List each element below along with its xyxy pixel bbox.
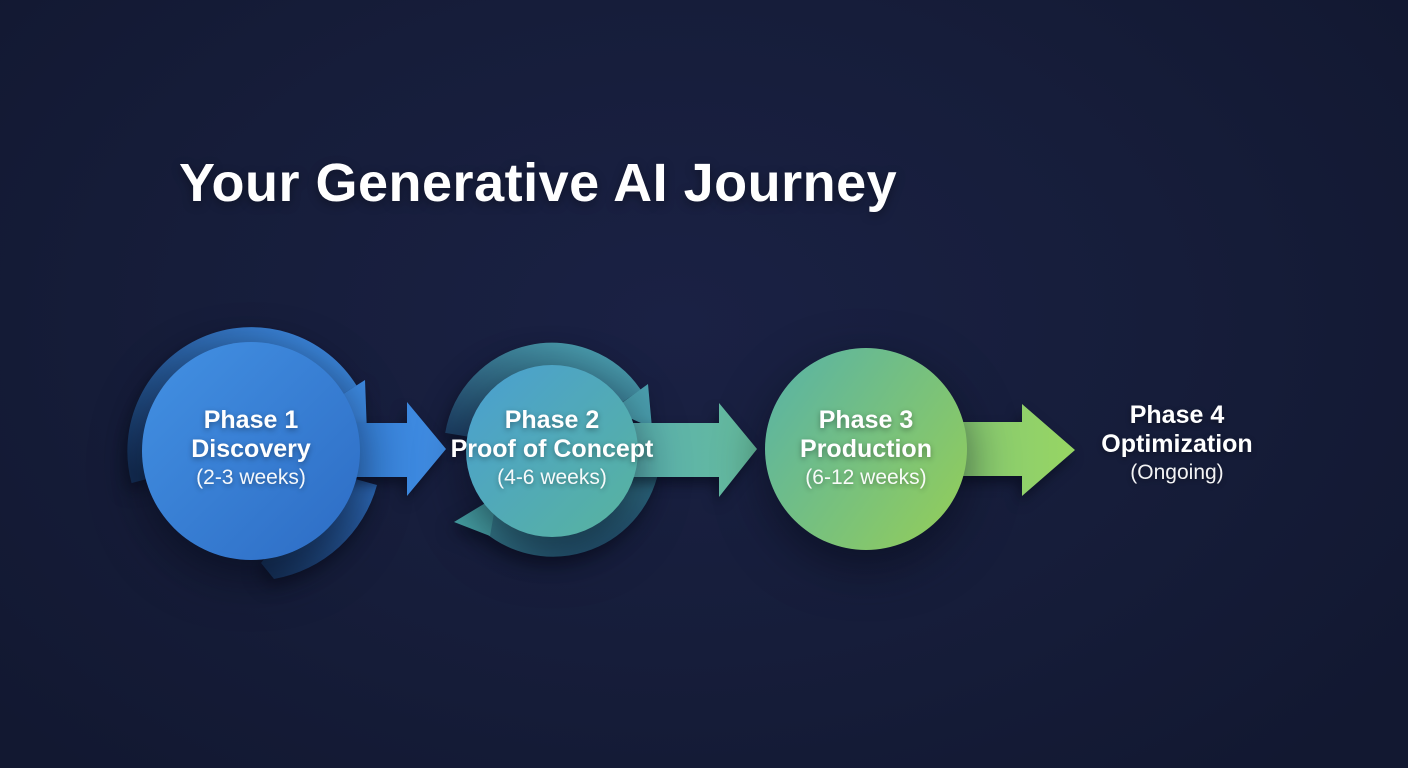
phase2-name: Proof of Concept bbox=[450, 435, 654, 463]
arrow-phase2-to-phase3 bbox=[600, 403, 757, 497]
phase3-circle bbox=[765, 348, 967, 550]
phase4-label: Phase 4 bbox=[1129, 401, 1225, 429]
phase3-name: Production bbox=[800, 435, 932, 463]
phase3-label: Phase 3 bbox=[818, 406, 914, 434]
phase2-cycle-bottom-arc bbox=[477, 464, 659, 557]
phase1-text-block: Phase 1 Discovery (2-3 weeks) bbox=[111, 406, 391, 492]
page-title: Your Generative AI Journey bbox=[179, 153, 898, 214]
phase2-label: Phase 2 bbox=[504, 406, 600, 434]
phase4-text-block: Phase 4 Optimization (Ongoing) bbox=[1037, 401, 1317, 487]
phase4-name: Optimization bbox=[1101, 430, 1253, 458]
phase1-label: Phase 1 bbox=[203, 406, 299, 434]
phase2-duration: (4-6 weeks) bbox=[497, 466, 607, 489]
phase3-text-block: Phase 3 Production (6-12 weeks) bbox=[726, 406, 1006, 492]
phase2-cycle-top-arc bbox=[445, 342, 641, 438]
phase4-duration: (Ongoing) bbox=[1130, 461, 1224, 484]
phase2-circle bbox=[466, 365, 638, 537]
phase2-cycle-arrow bbox=[445, 342, 659, 557]
phase1-circle bbox=[142, 342, 360, 560]
phase2-cycle-top-arrowhead-icon bbox=[612, 384, 652, 428]
phase2-text-block: Phase 2 Proof of Concept (4-6 weeks) bbox=[412, 406, 692, 492]
phase3-duration: (6-12 weeks) bbox=[805, 466, 927, 489]
phase1-duration: (2-3 weeks) bbox=[196, 466, 306, 489]
phase1-name: Discovery bbox=[191, 435, 311, 463]
